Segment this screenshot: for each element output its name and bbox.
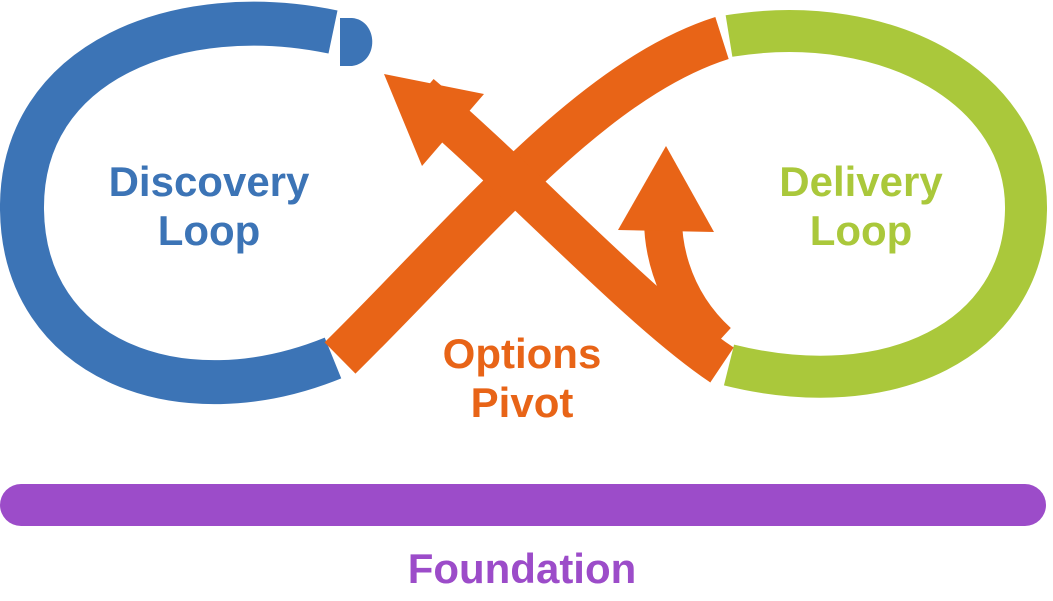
delivery-loop-label: Delivery Loop: [740, 157, 982, 255]
pivot-band-down: [406, 79, 734, 383]
discovery-loop-label-line2: Loop: [157, 207, 261, 254]
pivot-arrow-head-left: [384, 74, 484, 166]
foundation-label-text: Foundation: [407, 545, 637, 592]
foundation-label: Foundation: [362, 544, 682, 594]
delivery-loop-label-line1: Delivery: [779, 158, 943, 205]
discovery-loop-cap: [340, 18, 373, 66]
delivery-loop-arc: [723, 10, 1048, 398]
discovery-loop-label: Discovery Loop: [89, 157, 329, 255]
options-pivot-label-line2: Pivot: [470, 379, 574, 426]
discovery-loop-arc: [0, 1, 342, 405]
pivot-arrow-head-right: [618, 146, 714, 232]
pivot-band-up: [324, 17, 729, 374]
foundation-bar: [0, 484, 1046, 526]
delivery-loop-label-line2: Loop: [809, 207, 913, 254]
discovery-loop-label-line1: Discovery: [108, 158, 310, 205]
options-pivot-label-line1: Options: [442, 330, 602, 377]
options-pivot-label: Options Pivot: [412, 329, 632, 427]
